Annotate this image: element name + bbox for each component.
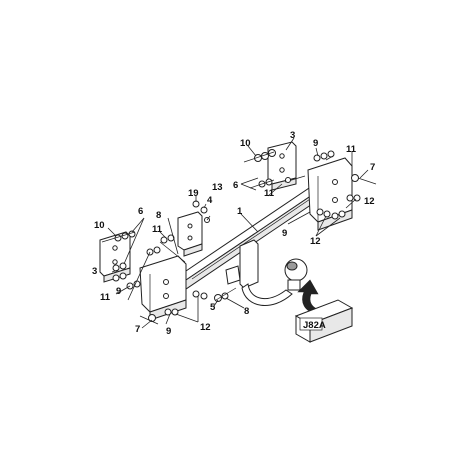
label-5: 5: [210, 302, 216, 313]
socket-bracket: [177, 211, 203, 257]
label-13: 13: [212, 182, 223, 193]
label-1: 1: [237, 206, 243, 217]
label-3-left: 3: [92, 266, 97, 277]
label-9-top: 9: [313, 138, 318, 149]
label-4: 4: [207, 195, 213, 206]
label-6-top: 6: [233, 180, 238, 191]
left-side-bracket: [139, 255, 187, 321]
part-labels: 1 3 3 4 5 6 6 7 7 8 8 9 9 9 9 10 10 11 1…: [92, 130, 375, 337]
label-19: 19: [188, 188, 199, 199]
electrical-kit-box: [294, 299, 354, 343]
label-11-right: 11: [346, 144, 357, 155]
label-7-right: 7: [370, 162, 375, 173]
label-8-center: 8: [244, 306, 249, 317]
label-10-top: 10: [240, 138, 251, 149]
leader-lines: [107, 137, 369, 329]
label-9-left: 9: [116, 286, 121, 297]
label-11-center: 11: [264, 188, 275, 199]
kit-box-label: J82A: [303, 320, 326, 331]
hardware: [101, 149, 377, 325]
label-9-mid: 9: [282, 228, 287, 239]
label-12-mid: 12: [310, 236, 321, 247]
right-side-bracket: [307, 157, 353, 231]
label-9-bottom: 9: [166, 326, 171, 337]
label-11-bottom: 11: [100, 292, 111, 303]
label-11-left: 11: [152, 224, 163, 235]
tow-ball-assembly: [225, 239, 308, 306]
label-10-left: 10: [94, 220, 105, 231]
label-12-right: 12: [364, 196, 375, 207]
label-8-left: 8: [156, 210, 161, 221]
direction-arrow: [297, 279, 321, 315]
label-7-left: 7: [135, 324, 140, 335]
label-6-left: 6: [138, 206, 143, 217]
label-3-right: 3: [290, 130, 295, 141]
label-12-bottom: 12: [200, 322, 211, 333]
